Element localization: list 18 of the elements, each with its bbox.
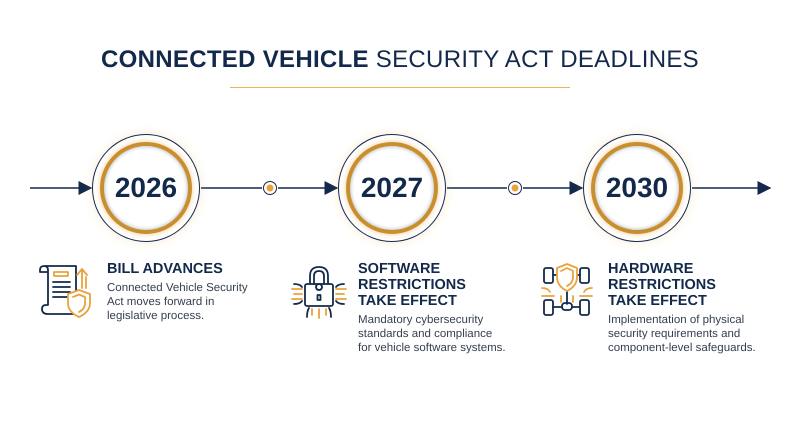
- arrow: [523, 181, 584, 195]
- milestone-description: Mandatory cybersecurity standards and compliance for vehicle software systems.: [358, 313, 506, 355]
- year-label: 2027: [360, 172, 424, 204]
- milestone-heading: BILL ADVANCES: [107, 261, 224, 277]
- year-label: 2030: [604, 172, 670, 204]
- connector-line: [447, 187, 507, 189]
- timeline-dot: [508, 181, 522, 195]
- arrow: [278, 181, 338, 195]
- year-label: 2026: [114, 172, 178, 204]
- milestone-description: Connected Vehicle Security Act moves forward in legislative process.: [107, 281, 249, 323]
- timeline-dot: [263, 181, 277, 195]
- arrow: [692, 181, 772, 195]
- diagram-title: CONNECTED VEHICLE SECURITY ACT DEADLINES: [100, 46, 700, 74]
- connector-line: [201, 187, 262, 189]
- milestone-heading: SOFTWARE RESTRICTIONS TAKE EFFECT: [358, 261, 467, 309]
- milestone-heading: HARDWARE RESTRICTIONS TAKE EFFECT: [608, 261, 717, 309]
- arrow: [30, 181, 92, 195]
- milestone-description: Implementation of physical security requirements and component-level safeguards.: [608, 313, 757, 355]
